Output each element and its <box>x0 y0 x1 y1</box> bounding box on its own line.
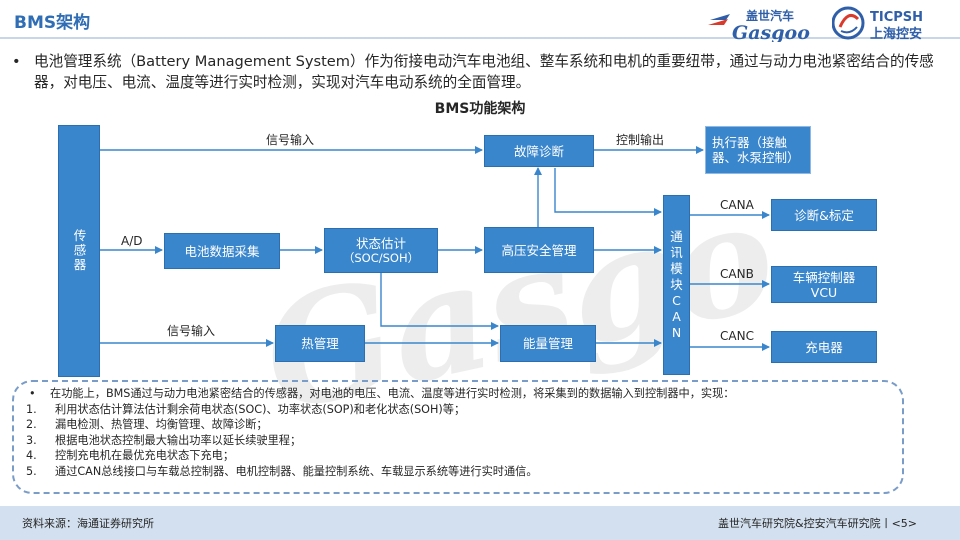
intro-bullet: • <box>12 53 21 70</box>
notes-intro-bullet: • <box>29 387 36 400</box>
note-item-number: 5. <box>26 464 37 478</box>
vcu-label: 车辆控制器 <box>792 269 856 285</box>
note-item-text: 通过CAN总线接口与车载总控制器、电机控制器、能量控制系统、车载显示系统等进行实… <box>55 464 538 478</box>
title-divider <box>0 37 960 39</box>
edge-label-canc: CANC <box>720 329 754 343</box>
can-module-node: 通讯模块CAN <box>663 195 690 375</box>
intro-text: 电池管理系统（Battery Management System）作为衔接电动汽… <box>34 53 934 91</box>
collect-label: 电池数据采集 <box>184 243 260 259</box>
actuator-label: 执行器（接触器、水泵控制） <box>712 135 800 165</box>
thermal-label: 热管理 <box>301 336 339 351</box>
edge-label-signal-in-bottom: 信号输入 <box>167 324 216 338</box>
ticpsh-logo-cn: 上海控安 <box>870 26 922 41</box>
note-item-text: 控制充电机在最优充电状态下充电； <box>55 449 235 463</box>
edge-label-ad: A/D <box>121 234 143 248</box>
sensor-label: 传感器 <box>71 229 87 273</box>
note-item-number: 3. <box>26 433 37 447</box>
edge-label-canb: CANB <box>720 267 754 281</box>
diag-calibration-node: 诊断&标定 <box>771 199 877 231</box>
charger-label: 充电器 <box>805 339 843 355</box>
diagram-title: BMS功能架构 <box>434 101 526 117</box>
hv-label: 高压安全管理 <box>501 242 577 258</box>
diag-label: 诊断&标定 <box>794 207 854 223</box>
state-sub-label: （SOC/SOH） <box>342 250 420 265</box>
footer-bar <box>0 506 960 540</box>
note-item: 4. 控制充电机在最优充电状态下充电； <box>26 448 896 464</box>
hv-safety-node: 高压安全管理 <box>484 227 594 273</box>
note-item-text: 根据电池状态控制最大输出功率以延长续驶里程； <box>55 433 302 447</box>
note-item-number: 1. <box>26 402 37 416</box>
note-item-number: 2. <box>26 418 37 432</box>
notes-intro: • 在功能上，BMS通过与动力电池紧密结合的传感器，对电池的电压、电流、温度等进… <box>26 386 896 402</box>
gasgoo-logo: 盖世汽车 Gasgoo <box>708 8 810 42</box>
notes-list: • 在功能上，BMS通过与动力电池紧密结合的传感器，对电池的电压、电流、温度等进… <box>26 386 896 480</box>
note-item: 3. 根据电池状态控制最大输出功率以延长续驶里程； <box>26 433 896 449</box>
edge-label-signal-in-top: 信号输入 <box>266 133 315 147</box>
can-module-label: 通讯模块CAN <box>670 229 683 340</box>
note-item-text: 漏电检测、热管理、均衡管理、故障诊断； <box>55 418 268 432</box>
state-label: 状态估计 <box>355 235 406 251</box>
ticpsh-logo-en: TICPSH <box>870 10 923 25</box>
footer-org: 盖世汽车研究院&控安汽车研究院丨<5> <box>718 517 918 530</box>
footer-source: 资料来源：海通证券研究所 <box>22 517 154 530</box>
state-estimation-node: 状态估计 （SOC/SOH） <box>324 228 438 273</box>
note-item: 5. 通过CAN总线接口与车载总控制器、电机控制器、能量控制系统、车载显示系统等… <box>26 464 896 480</box>
gasgoo-logo-en: Gasgoo <box>732 22 810 42</box>
charger-node: 充电器 <box>771 331 877 363</box>
notes-intro-text: 在功能上，BMS通过与动力电池紧密结合的传感器，对电池的电压、电流、温度等进行实… <box>50 387 735 400</box>
vcu-node: 车辆控制器 VCU <box>771 266 877 303</box>
ticpsh-logo: TICPSH 上海控安 <box>832 6 923 41</box>
thermal-management-node: 热管理 <box>275 325 365 362</box>
energy-management-node: 能量管理 <box>500 325 596 362</box>
actuator-node: 执行器（接触器、水泵控制） <box>705 126 811 174</box>
vcu-sub-label: VCU <box>810 284 838 300</box>
notes-frame <box>12 380 904 494</box>
energy-label: 能量管理 <box>522 336 573 351</box>
fault-label: 故障诊断 <box>513 143 564 159</box>
fault-diagnosis-node: 故障诊断 <box>484 135 594 167</box>
edge-label-control-out: 控制输出 <box>616 133 665 147</box>
page-title: BMS架构 <box>14 13 91 33</box>
note-item: 1. 利用状态估计算法估计剩余荷电状态(SOC)、功率状态(SOP)和老化状态(… <box>26 402 896 418</box>
note-item: 2. 漏电检测、热管理、均衡管理、故障诊断； <box>26 417 896 433</box>
battery-data-collect-node: 电池数据采集 <box>164 233 280 269</box>
note-item-number: 4. <box>26 449 37 463</box>
edge-label-cana: CANA <box>720 198 754 212</box>
sensor-node: 传感器 <box>58 125 100 377</box>
note-item-text: 利用状态估计算法估计剩余荷电状态(SOC)、功率状态(SOP)和老化状态(SOH… <box>55 402 466 416</box>
gasgoo-logo-cn: 盖世汽车 <box>746 8 794 23</box>
